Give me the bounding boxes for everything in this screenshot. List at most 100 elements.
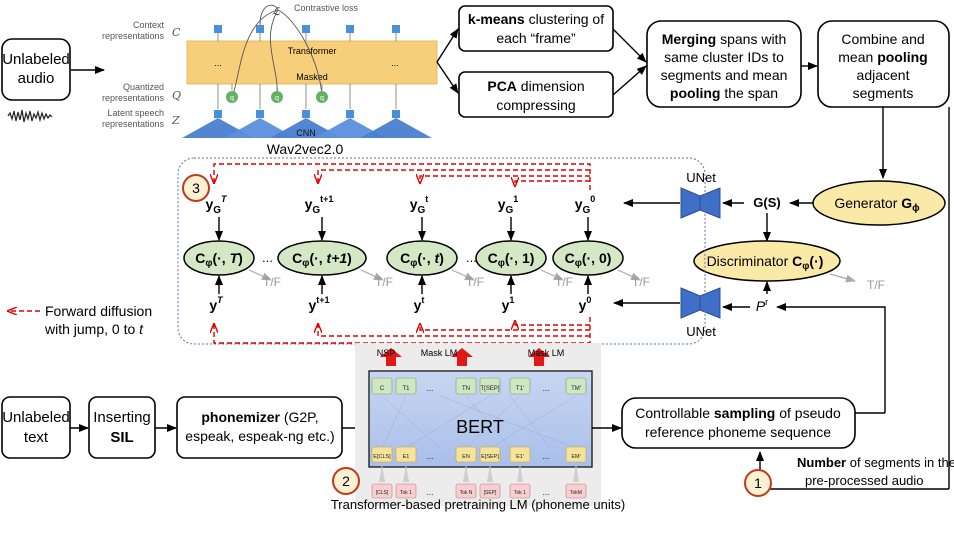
token-arrow — [403, 464, 409, 482]
unet-bottom: UNet — [680, 287, 721, 339]
yg-label: yGT — [205, 194, 228, 216]
waveform-icon — [7, 109, 53, 123]
yg-base: y — [410, 196, 418, 212]
pr-p: P — [756, 298, 766, 314]
critic-arg: t+1 — [327, 250, 348, 266]
marker-3: 3 — [182, 174, 210, 202]
y-base: y — [209, 297, 217, 313]
legend-line2: with jump, 0 to — [44, 321, 139, 337]
critic-close: ) — [530, 250, 535, 266]
forward-diffusion-bottom — [214, 317, 591, 344]
context-label-2: representations — [102, 31, 165, 41]
inserting-sil: SIL — [110, 429, 133, 446]
transformer-ellipsis-left: ... — [214, 58, 222, 68]
pca-box: PCA dimension compressing — [458, 71, 614, 118]
critic-phi: φ — [498, 258, 505, 269]
generator-ellipse: Generator Gϕ — [812, 180, 946, 226]
wav2vec-caption: Wav2vec2.0 — [267, 141, 344, 157]
yg-label: yGt — [410, 194, 429, 216]
quantized-label-1: Quantized — [123, 82, 164, 92]
token-ellipsis: ... — [543, 452, 550, 461]
token-text: T1' — [516, 386, 524, 392]
number-note: Number of segments in the pre-processed … — [797, 455, 954, 488]
critic-open: (·, — [505, 250, 522, 266]
inserting-line1: Inserting — [93, 409, 151, 426]
token-box — [455, 377, 477, 395]
critic-c: C — [195, 250, 205, 266]
y-label: y1 — [502, 295, 515, 313]
yg-sub: G — [312, 205, 320, 216]
latent-square — [392, 110, 400, 118]
merging-line2: same cluster IDs to — [664, 49, 784, 65]
token-text: T1 — [402, 386, 410, 392]
combine-line3: adjacent — [857, 67, 910, 83]
critic-label: Cφ(·, t+1) — [292, 250, 352, 269]
merging-line4-rest: the span — [720, 85, 778, 101]
symbol-q: Q — [172, 89, 181, 102]
context-square — [302, 25, 310, 33]
critic-ellipse — [277, 240, 367, 276]
y-label: yT — [209, 295, 224, 313]
marker-2: 2 — [332, 467, 360, 495]
nsp-label: NSP — [377, 348, 396, 358]
critic-phi: φ — [205, 258, 212, 269]
token-text: C — [380, 386, 385, 392]
combine-line4: segments — [853, 85, 914, 101]
masked-label: Masked — [296, 72, 328, 82]
critic-ellipse — [552, 240, 624, 276]
discriminator-c: C — [792, 253, 802, 269]
yg-base: y — [575, 196, 583, 212]
token-text: E[SEP] — [481, 454, 499, 460]
token-text: EM' — [571, 454, 580, 460]
arrow-tf — [360, 269, 384, 281]
yg-sup: t+1 — [320, 194, 333, 204]
token-box — [371, 446, 393, 463]
token-text: E1 — [403, 454, 410, 460]
critic-label: Cφ(·, 0) — [565, 250, 612, 269]
tf-label: T/F — [375, 275, 393, 289]
pr-sup: r — [765, 297, 768, 307]
token-box — [395, 446, 417, 463]
quantized-node — [226, 91, 238, 103]
diffusion-region — [177, 157, 706, 345]
combine-pre: mean — [838, 49, 877, 65]
critic-close: ) — [238, 250, 243, 266]
discriminator-ellipse: Discriminator Cφ(·) — [693, 240, 841, 282]
sampling-bold: sampling — [714, 405, 775, 421]
critic-open: (·, — [309, 250, 326, 266]
token-box — [509, 483, 531, 499]
pca-bold: PCA — [487, 78, 517, 94]
critic-open: (·, — [212, 250, 229, 266]
y-base: y — [308, 297, 316, 313]
latent-label-1: Latent speech — [107, 108, 164, 118]
token-text: TN — [462, 386, 470, 392]
svg-text:Discriminator Cφ(·): Discriminator Cφ(·) — [707, 253, 824, 272]
text-label-line2: text — [24, 429, 49, 446]
token-text: Tok 1 — [400, 490, 412, 496]
symbol-c: C — [172, 26, 181, 39]
cnn-triangle — [360, 118, 432, 138]
cnn-triangle — [224, 118, 296, 138]
critic-ellipse — [475, 240, 547, 276]
transformer-label: Transformer — [288, 46, 337, 56]
token-arrow — [487, 464, 493, 482]
critic-close: ) — [347, 250, 352, 266]
critic-c: C — [488, 250, 498, 266]
phonemizer-bold: phonemizer — [201, 409, 280, 425]
merging-rest: spans with — [716, 31, 786, 47]
arrow-sampling-to-pr — [776, 303, 886, 413]
token-text: E1' — [516, 454, 524, 460]
yg-base: y — [305, 196, 313, 212]
yg-base: y — [205, 196, 213, 212]
critic-ellipse — [386, 240, 458, 276]
pca-rest: dimension — [517, 78, 585, 94]
bert-title: BERT — [456, 417, 504, 437]
svg-text:PCA dimension: PCA dimension — [487, 78, 584, 94]
quantized-node — [271, 91, 283, 103]
unet-top: UNet — [680, 170, 721, 219]
svg-text:Generator Gϕ: Generator Gϕ — [834, 195, 920, 214]
svg-text:mean pooling: mean pooling — [838, 49, 927, 65]
pca-line2: compressing — [496, 97, 575, 113]
